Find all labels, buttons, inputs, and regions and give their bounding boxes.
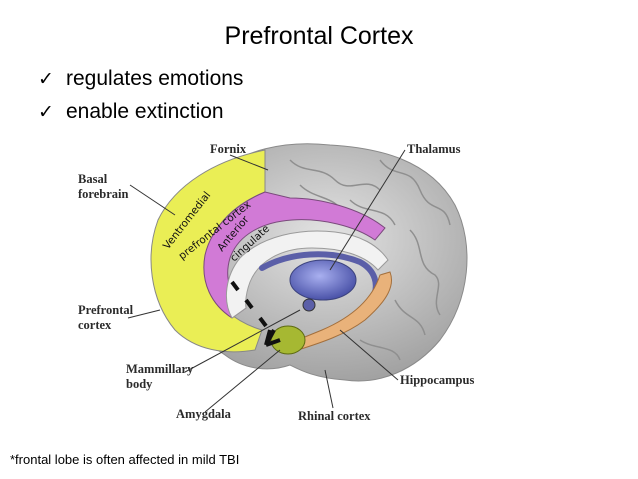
thalamus [289, 259, 357, 301]
leader-lines [127, 149, 406, 413]
label-amygdala: Amygdala [176, 407, 232, 421]
label-basal-forebrain-2: forebrain [78, 187, 129, 201]
check-icon: ✓ [38, 67, 54, 90]
bullet-text: regulates emotions [66, 66, 244, 90]
label-thalamus: Thalamus [407, 142, 461, 156]
label-prefrontal-2: cortex [78, 318, 112, 332]
label-mammillary-1: Mammillary [126, 362, 194, 376]
bullet-item: ✓ enable extinction [38, 95, 243, 128]
anterior-cingulate-region [203, 191, 386, 319]
label-hippocampus: Hippocampus [400, 373, 474, 387]
mammillary-body [302, 298, 316, 312]
check-icon: ✓ [38, 100, 54, 123]
label-fornix: Fornix [210, 142, 247, 156]
bullet-item: ✓ regulates emotions [38, 62, 243, 95]
label-prefrontal-1: Prefrontal [78, 303, 134, 317]
corpus-callosum [226, 230, 389, 319]
bullet-text: enable extinction [66, 99, 224, 123]
slide-title: Prefrontal Cortex [224, 22, 414, 50]
label-rhinal-cortex: Rhinal cortex [298, 409, 371, 423]
inhibition-arrow [230, 280, 281, 347]
label-basal-forebrain-1: Basal [78, 172, 108, 186]
fornix [259, 251, 379, 303]
label-mammillary-2: body [126, 377, 153, 391]
footnote: *frontal lobe is often affected in mild … [10, 452, 240, 467]
amygdala [270, 325, 306, 355]
bullet-list: ✓ regulates emotions ✓ enable extinction [38, 62, 243, 128]
gyri-texture [289, 159, 451, 361]
